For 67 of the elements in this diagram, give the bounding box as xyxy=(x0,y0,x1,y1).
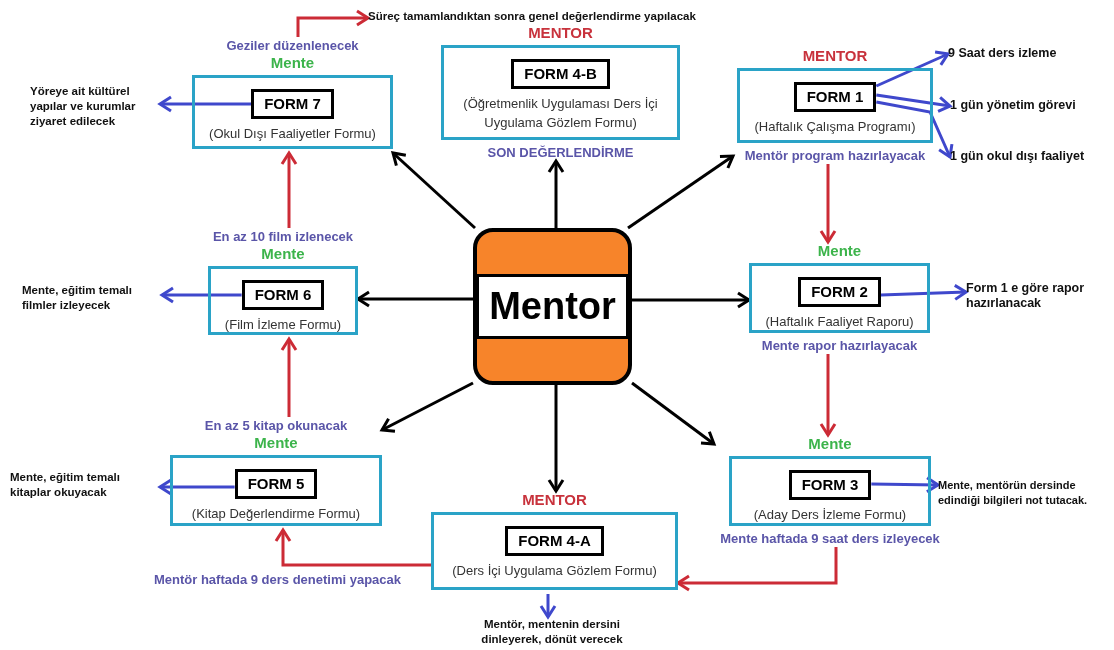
arrow xyxy=(632,291,751,309)
form-code-box: FORM 2 xyxy=(798,277,881,307)
form-subtitle: (Haftalık Faaliyet Raporu) xyxy=(764,313,915,331)
form-subtitle: (Film İzleme Formu) xyxy=(223,316,343,334)
caption-text: Geziler düzenlenecek xyxy=(226,37,359,54)
arrow xyxy=(876,93,952,113)
role-heading: Mente xyxy=(254,434,298,451)
caption-text: Mente rapor hazırlayacak xyxy=(761,337,918,354)
note-text: 9 Saat ders izleme xyxy=(948,46,1088,61)
role-heading: Mente xyxy=(808,435,852,452)
arrow xyxy=(356,290,473,308)
arrow xyxy=(539,594,557,619)
form-code-box: FORM 3 xyxy=(788,470,872,500)
role-heading: MENTOR xyxy=(802,47,868,64)
arrow xyxy=(274,528,431,567)
arrow xyxy=(160,286,242,304)
form-code-box: FORM 7 xyxy=(251,89,334,119)
arrow xyxy=(871,476,940,494)
arrow xyxy=(547,159,565,228)
note-text: Mente, eğitim temalı kitaplar okuyacak xyxy=(10,470,160,500)
caption-text: Mentör program hazırlayacak xyxy=(744,147,926,164)
note-text: 1 gün yönetim görevi xyxy=(950,98,1100,113)
arrow xyxy=(296,9,370,37)
hub-box xyxy=(473,228,632,385)
caption-text: En az 5 kitap okunacak xyxy=(204,417,348,434)
form-code-box: FORM 4-B xyxy=(511,59,610,89)
arrow xyxy=(880,283,968,301)
role-heading: MENTOR xyxy=(522,491,587,508)
note-text: Yöreye ait kültürel yapılar ve kurumlar ziyaret edilecek xyxy=(30,84,160,129)
arrow xyxy=(819,354,837,437)
arrow xyxy=(547,385,565,493)
arrow xyxy=(631,381,716,446)
form-subtitle: (Kitap Değerlendirme Formu) xyxy=(190,505,362,523)
form-code-box: FORM 1 xyxy=(793,82,877,112)
form-code-box: FORM 6 xyxy=(241,280,325,310)
arrow xyxy=(875,50,950,88)
form-subtitle: (Aday Ders İzleme Formu) xyxy=(752,506,908,524)
form-subtitle: (Okul Dışı Faaliyetler Formu) xyxy=(208,125,377,143)
arrow xyxy=(819,164,837,244)
note-text: 1 gün okul dışı faaliyet xyxy=(950,149,1112,164)
role-heading: Mente xyxy=(817,242,862,259)
note-text: Mente, eğitim temalı filmler izleyecek xyxy=(22,283,162,313)
role-heading: Mente xyxy=(270,54,315,71)
arrow xyxy=(280,337,298,417)
arrow xyxy=(876,100,954,159)
caption-text: SON DEĞERLENDİRME xyxy=(487,144,634,161)
form-code-box: FORM 4-A xyxy=(505,526,604,556)
form-subtitle: (Öğretmenlik Uygulaması Ders İçi Uygulama Gözlem Formu) xyxy=(462,95,659,132)
arrow xyxy=(676,547,838,592)
caption-text: En az 10 film izlenecek xyxy=(212,228,354,245)
form-code-box: FORM 5 xyxy=(234,469,318,499)
arrow xyxy=(158,478,235,496)
caption-text: Mente haftada 9 saat ders izleyecek xyxy=(720,530,940,547)
note-text: Süreç tamamlandıktan sonra genel değerlendirme yapılacak xyxy=(368,9,768,24)
role-heading: Mente xyxy=(261,245,305,262)
form-subtitle: (Haftalık Çalışma Programı) xyxy=(753,118,917,136)
arrow xyxy=(158,95,252,113)
arrow xyxy=(380,381,474,433)
note-text: Mentör, mentenin dersini dinleyerek, dönüt verecek xyxy=(462,617,642,647)
note-text: Mente, mentörün dersinde edindiği bilgileri not tutacak. xyxy=(938,478,1112,508)
hub-label: Mentor xyxy=(476,274,629,339)
form-subtitle: (Ders İçi Uygulama Gözlem Formu) xyxy=(451,562,658,580)
role-heading: MENTOR xyxy=(528,24,593,41)
arrow xyxy=(627,154,735,230)
note-text: Form 1 e göre rapor hazırlanacak xyxy=(966,281,1111,311)
arrow xyxy=(391,151,476,230)
arrow xyxy=(280,151,298,228)
